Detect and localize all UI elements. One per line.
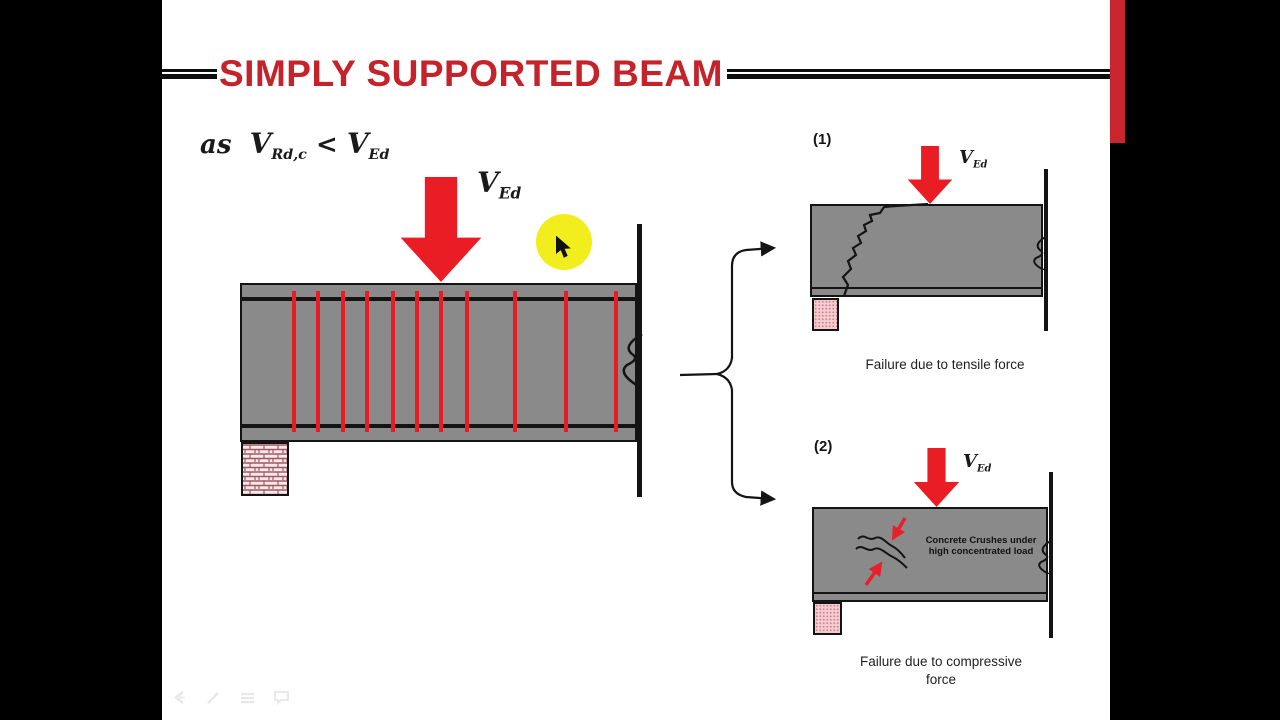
stirrup-line [415,291,419,432]
case2-break-squiggle [1038,540,1053,574]
case1-bottom-bar [812,286,1041,289]
presenter-toolbar [170,688,291,707]
case2-wall-line [1049,472,1053,638]
load-label-case2: VEd [963,451,992,475]
stirrup-line [292,291,296,432]
stirrup-line [513,291,517,432]
case2-crush-zone [855,517,908,587]
case1-index: (1) [813,131,832,148]
stirrup-line [614,291,618,432]
case1-shear-crack [841,203,929,297]
main-wall-line [637,224,642,497]
main-beam [240,283,637,442]
pen-icon[interactable] [204,688,223,707]
case2-bottom-bar [814,591,1046,594]
laser-pointer-highlight [536,214,592,270]
stirrup-line [465,291,469,432]
fork-connector [679,241,777,506]
comment-icon[interactable] [272,688,291,707]
case1-caption: Failure due to tensile force [865,357,1025,372]
stirrup-line [564,291,568,432]
case1-support [812,298,839,331]
stirrup-line [316,291,320,432]
bottom-reinforcement-bar [242,424,635,428]
case1-break-squiggle [1033,236,1048,270]
load-arrow-case1 [907,146,953,204]
slide-title: SIMPLY SUPPORTED BEAM [219,53,723,94]
title-rule-left [162,68,217,80]
case2-beam [812,507,1048,602]
mouse-cursor [556,236,571,258]
stirrup-line [439,291,443,432]
formula-vrd-sub: Rd,c [271,147,307,164]
stirrup-line [365,291,369,432]
title-rule-right [726,68,1110,80]
formula-prefix: as [200,130,232,160]
formula-operator: < [315,130,338,160]
load-arrow-main [400,177,482,282]
accent-bar [1110,0,1125,143]
load-arrow-case2 [913,448,960,507]
previous-slide-icon[interactable] [170,688,189,707]
case2-annotation: Concrete Crushes under high concentrated… [925,535,1037,557]
top-reinforcement-bar [242,297,635,301]
menu-icon[interactable] [238,688,257,707]
title-banner: SIMPLY SUPPORTED BEAM [162,54,1110,94]
main-break-squiggle [622,334,643,386]
load-label-main: VEd [477,166,522,203]
case2-index: (2) [814,438,833,455]
case2-support [813,602,842,635]
stirrup-line [341,291,345,432]
condition-formula: as VRd,c < VEd [200,127,389,163]
formula-ved-sub: Ed [368,147,390,164]
formula-vrd: V [249,127,272,160]
stirrup-line [391,291,395,432]
formula-ved: V [346,127,369,160]
main-support-brick [241,442,289,496]
load-label-case1: VEd [959,147,988,171]
case1-wall-line [1044,169,1048,331]
case2-caption: Failure due to compressive force [859,654,1023,687]
